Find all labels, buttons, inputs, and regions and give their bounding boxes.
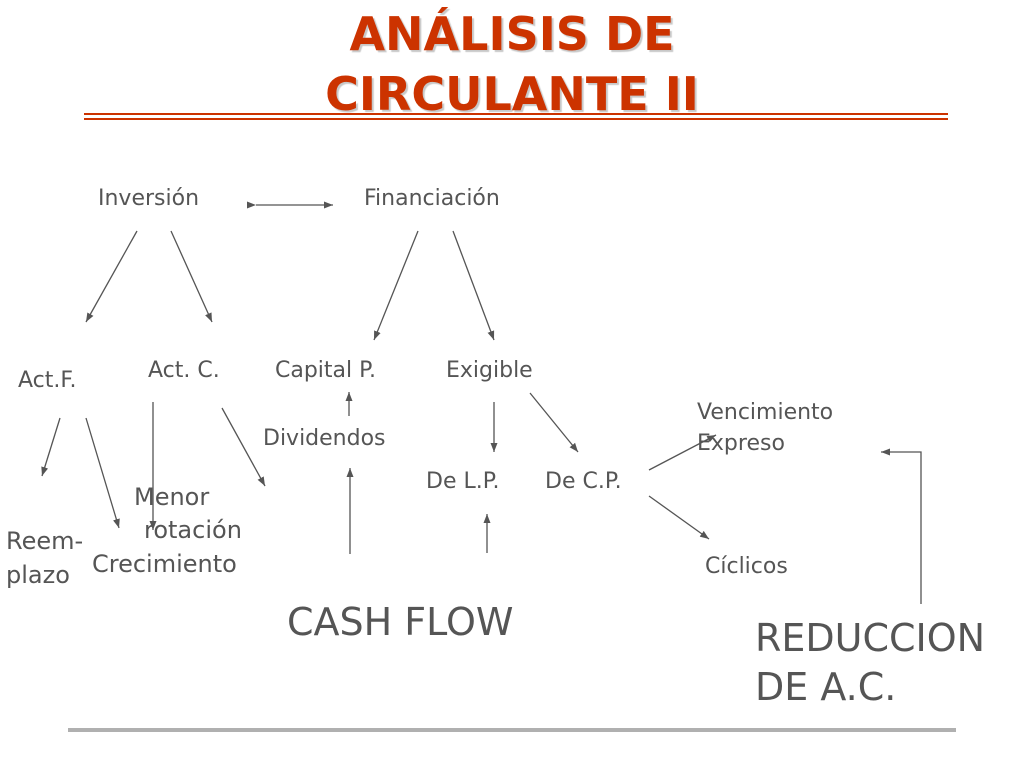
node-reduccion-line-2: DE A.C. [755, 665, 897, 709]
node-crecimiento: Crecimiento [92, 550, 237, 578]
title-underline-top [84, 113, 948, 115]
arrow-actc-to-crecimiento [221, 407, 266, 487]
title-line-2: CIRCULANTE II [325, 67, 699, 121]
arrow-actf-to-reemplazo [85, 417, 120, 529]
node-menor-line-1: Menor [134, 483, 210, 511]
arrow-actf-left [41, 417, 61, 477]
node-capital-p: Capital P. [275, 358, 376, 383]
node-inversion: Inversión [98, 186, 200, 211]
node-vencimiento-line-1: Vencimiento [697, 400, 834, 425]
arrow-cp-to-vencimiento [648, 434, 717, 471]
node-act-c: Act. C. [148, 358, 220, 383]
node-menor-line-2: rotación [144, 516, 242, 544]
node-reemplazo-line-2: plazo [6, 561, 70, 589]
node-reemplazo-line-1: Reem- [6, 527, 84, 555]
node-financiacion: Financiación [364, 186, 500, 211]
node-dividendos: Dividendos [263, 426, 386, 451]
arrow-reduccion-to-vencimiento [881, 448, 922, 604]
title-line-1: ANÁLISIS DE [349, 7, 675, 61]
arrow-exigible-to-cp [529, 392, 579, 453]
node-act-f: Act.F. [18, 368, 77, 393]
node-de-cp: De C.P. [545, 469, 622, 494]
node-exigible: Exigible [446, 358, 533, 383]
arrow-financiacion-to-exigible [452, 230, 495, 341]
arrow-financiacion-to-capital [373, 230, 419, 341]
arrow-inversion-to-actc [170, 230, 213, 323]
node-ciclicos: Cíclicos [705, 554, 788, 579]
title-underline-bottom [84, 118, 948, 120]
node-reduccion-line-1: REDUCCION [755, 616, 986, 660]
node-cash-flow: CASH FLOW [287, 600, 514, 644]
node-de-lp: De L.P. [426, 469, 500, 494]
arrow-cp-to-ciclicos [648, 495, 710, 540]
footer-rule [68, 728, 956, 732]
arrow-inversion-to-actf [85, 230, 138, 323]
